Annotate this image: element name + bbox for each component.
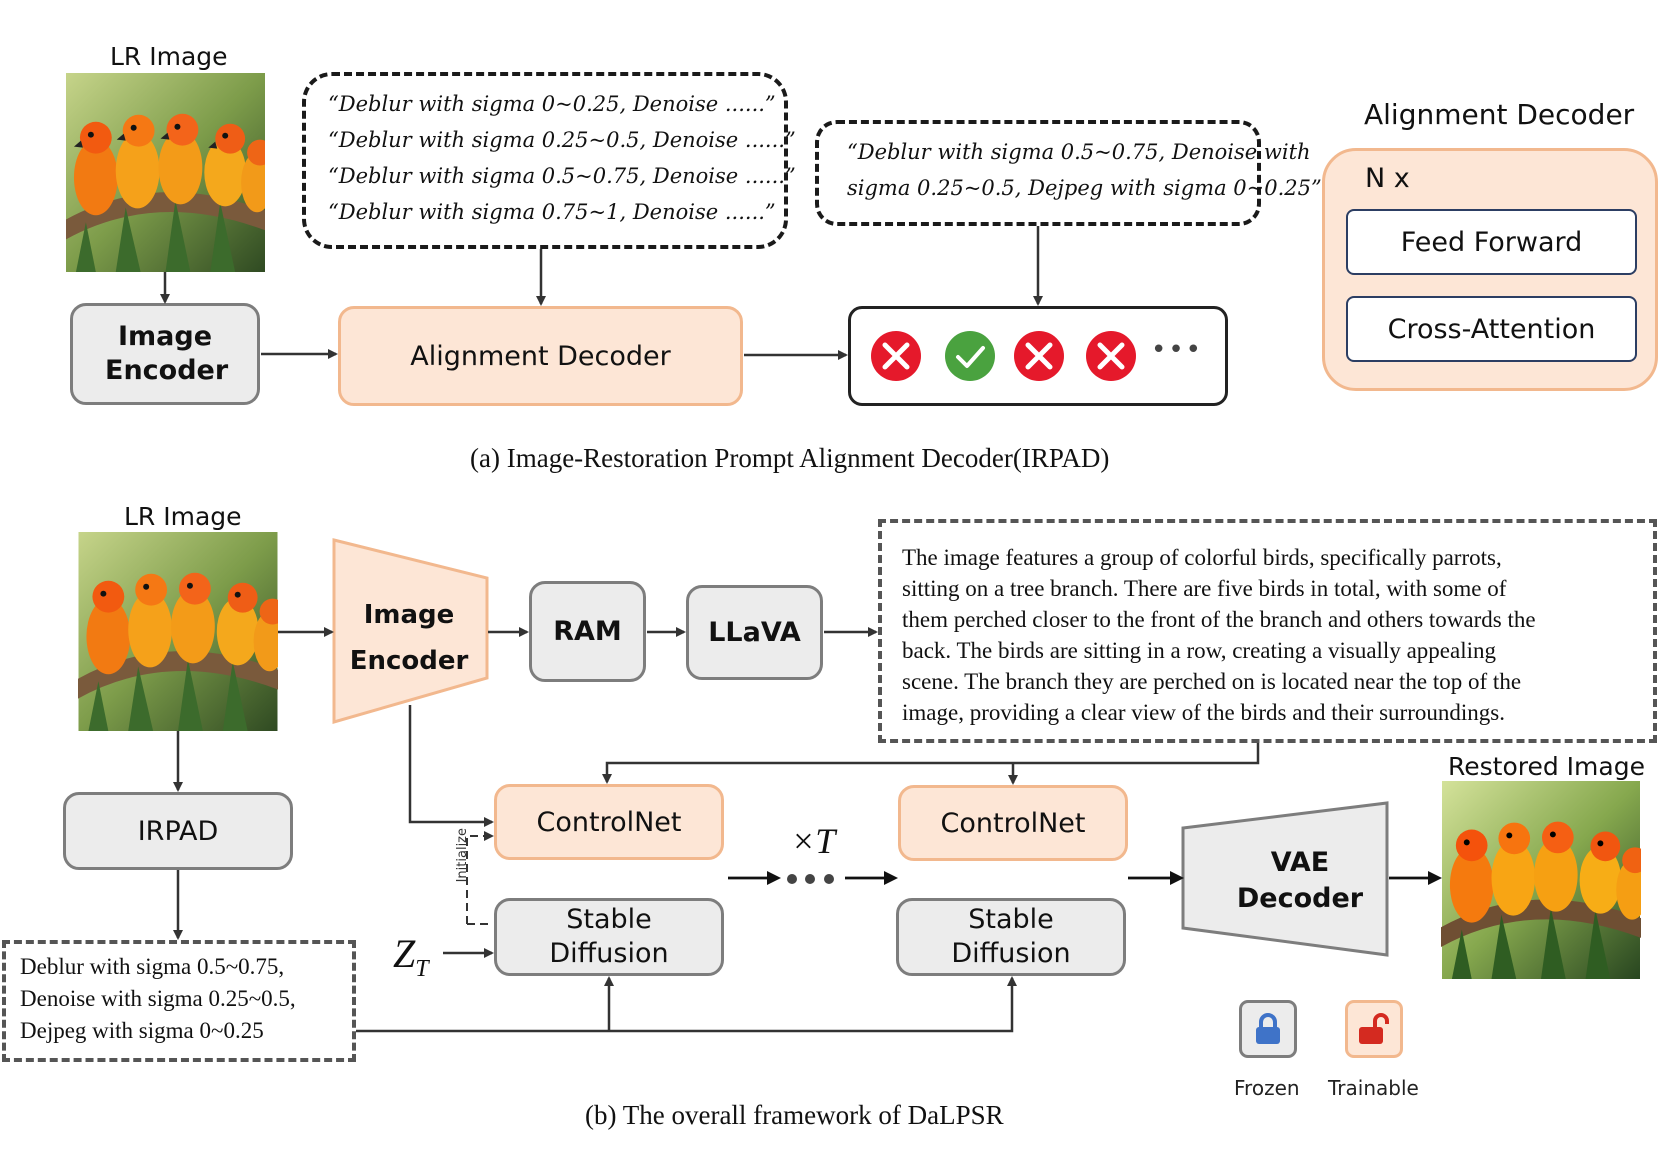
vae-line-2: Decoder <box>1236 883 1364 914</box>
alignment-decoder-detail-box: N x Feed Forward Cross-Attention <box>1322 148 1658 391</box>
restoration-prompt-line-3: Dejpeg with sigma 0~0.25 <box>20 1018 264 1043</box>
prompt-candidate-3: “Deblur with sigma 0.5~0.75, Denoise ...… <box>328 164 796 188</box>
controlnet-box-1: ControlNet <box>494 784 724 860</box>
lr-image-a <box>66 73 265 272</box>
image-encoder-label-b: Image Encoder <box>334 592 484 684</box>
description-line-3: them perched closer to the front of the … <box>902 607 1536 632</box>
controlnet-box-2: ControlNet <box>898 785 1128 861</box>
caption-b: (b) The overall framework of DaLPSR <box>585 1100 1004 1130</box>
controlnet-label-2: ControlNet <box>940 807 1086 839</box>
stable-diffusion-box-2: Stable Diffusion <box>896 898 1126 976</box>
description-line-1: The image features a group of colorful b… <box>902 545 1502 570</box>
description-line-6: image, providing a clear view of the bir… <box>902 700 1505 725</box>
description-line-4: back. The birds are sitting in a row, cr… <box>902 638 1496 663</box>
lock-open-icon <box>1359 1013 1389 1044</box>
arrow-encoder-to-controlnet <box>408 705 494 827</box>
result-cross-icon-1 <box>871 331 921 381</box>
selected-prompt-line-2: sigma 0.25~0.5, Dejpeg with sigma 0~0.25… <box>847 176 1322 200</box>
lr-image-label-a: LR Image <box>110 42 228 71</box>
stable-diffusion-line-1b: Diffusion <box>549 938 669 969</box>
alignment-decoder-label-a: Alignment Decoder <box>410 340 671 372</box>
restoration-prompt-line-1: Deblur with sigma 0.5~0.75, <box>20 954 285 979</box>
description-line-5: scene. The branch they are perched on is… <box>902 669 1522 694</box>
description-line-2: sitting on a tree branch. There are five… <box>902 576 1507 601</box>
alignment-decoder-detail-title: Alignment Decoder <box>1364 98 1635 131</box>
stable-diffusion-box-1: Stable Diffusion <box>494 898 724 976</box>
image-encoder-line-2: Encoder <box>349 646 469 676</box>
results-ellipsis: ••• <box>1151 335 1204 365</box>
feed-forward-box: Feed Forward <box>1346 209 1637 275</box>
cross-attention-box: Cross-Attention <box>1346 296 1637 362</box>
restoration-prompt-box: Deblur with sigma 0.5~0.75, Denoise with… <box>2 940 356 1062</box>
ram-box: RAM <box>529 581 646 682</box>
stable-diffusion-line-1a: Stable <box>566 904 652 935</box>
result-cross-icon-3 <box>1086 331 1136 381</box>
prompt-candidate-4: “Deblur with sigma 0.75~1, Denoise .....… <box>328 200 776 224</box>
repeat-label: N x <box>1365 163 1410 194</box>
restored-image <box>1441 781 1641 979</box>
image-encoder-trapezoid-b <box>332 538 489 724</box>
llava-label: LLaVA <box>708 617 801 648</box>
arrow-description-to-controlnet-1 <box>602 743 1260 784</box>
image-encoder-box-a: Image Encoder <box>70 303 260 405</box>
restored-image-label: Restored Image <box>1448 752 1645 781</box>
lr-image-b <box>78 532 278 731</box>
image-encoder-label-a: Image Encoder <box>105 321 229 386</box>
trainable-legend-label: Trainable <box>1328 1076 1419 1100</box>
arrow-initialize-dashed <box>466 836 492 925</box>
selected-prompt-line-1: “Deblur with sigma 0.5~0.75, Denoise wit… <box>847 140 1311 164</box>
zt-subscript: T <box>415 956 429 982</box>
image-encoder-line-1: Image <box>363 600 455 630</box>
zt-main: Z <box>393 931 416 976</box>
vae-decoder-label: VAE Decoder <box>1210 845 1390 917</box>
cross-attention-label: Cross-Attention <box>1387 313 1596 345</box>
prompt-candidate-1: “Deblur with sigma 0~0.25, Denoise .....… <box>328 92 776 116</box>
result-cross-icon-2 <box>1014 331 1064 381</box>
vae-line-1: VAE <box>1270 847 1330 878</box>
result-check-icon <box>945 331 995 381</box>
trainable-legend-swatch <box>1345 1000 1403 1058</box>
irpad-label: IRPAD <box>137 815 219 847</box>
vae-decoder-trapezoid <box>1181 801 1389 957</box>
zt-label: ZT <box>393 930 429 983</box>
ram-label: RAM <box>553 616 622 647</box>
llava-box: LLaVA <box>686 585 823 680</box>
image-description-text: The image features a group of colorful b… <box>902 542 1653 728</box>
restoration-prompt-text: Deblur with sigma 0.5~0.75, Denoise with… <box>20 951 352 1047</box>
controlnet-label-1: ControlNet <box>536 806 682 838</box>
caption-a: (a) Image-Restoration Prompt Alignment D… <box>470 443 1110 473</box>
feed-forward-label: Feed Forward <box>1400 226 1583 258</box>
lr-image-label-b: LR Image <box>124 502 242 531</box>
frozen-legend-swatch <box>1239 1000 1297 1058</box>
restoration-prompt-line-2: Denoise with sigma 0.25~0.5, <box>20 986 296 1011</box>
alignment-results-box: ••• <box>848 306 1228 406</box>
times-t-label: ×T <box>791 821 836 861</box>
prompt-candidate-2: “Deblur with sigma 0.25~0.5, Denoise ...… <box>328 128 796 152</box>
frozen-legend-label: Frozen <box>1234 1076 1300 1100</box>
alignment-decoder-box-a: Alignment Decoder <box>338 306 743 406</box>
prompt-candidates-box: “Deblur with sigma 0~0.25, Denoise .....… <box>302 72 796 249</box>
lock-closed-icon <box>1256 1013 1280 1044</box>
image-description-box: The image features a group of colorful b… <box>878 519 1657 743</box>
stable-diffusion-line-2a: Stable <box>968 904 1054 935</box>
stable-diffusion-line-2b: Diffusion <box>951 938 1071 969</box>
irpad-box: IRPAD <box>63 792 293 870</box>
selected-prompt-box: “Deblur with sigma 0.5~0.75, Denoise wit… <box>815 120 1322 226</box>
arrow-prompt-to-sd-2 <box>356 976 1017 1033</box>
loop-dots <box>787 874 834 884</box>
